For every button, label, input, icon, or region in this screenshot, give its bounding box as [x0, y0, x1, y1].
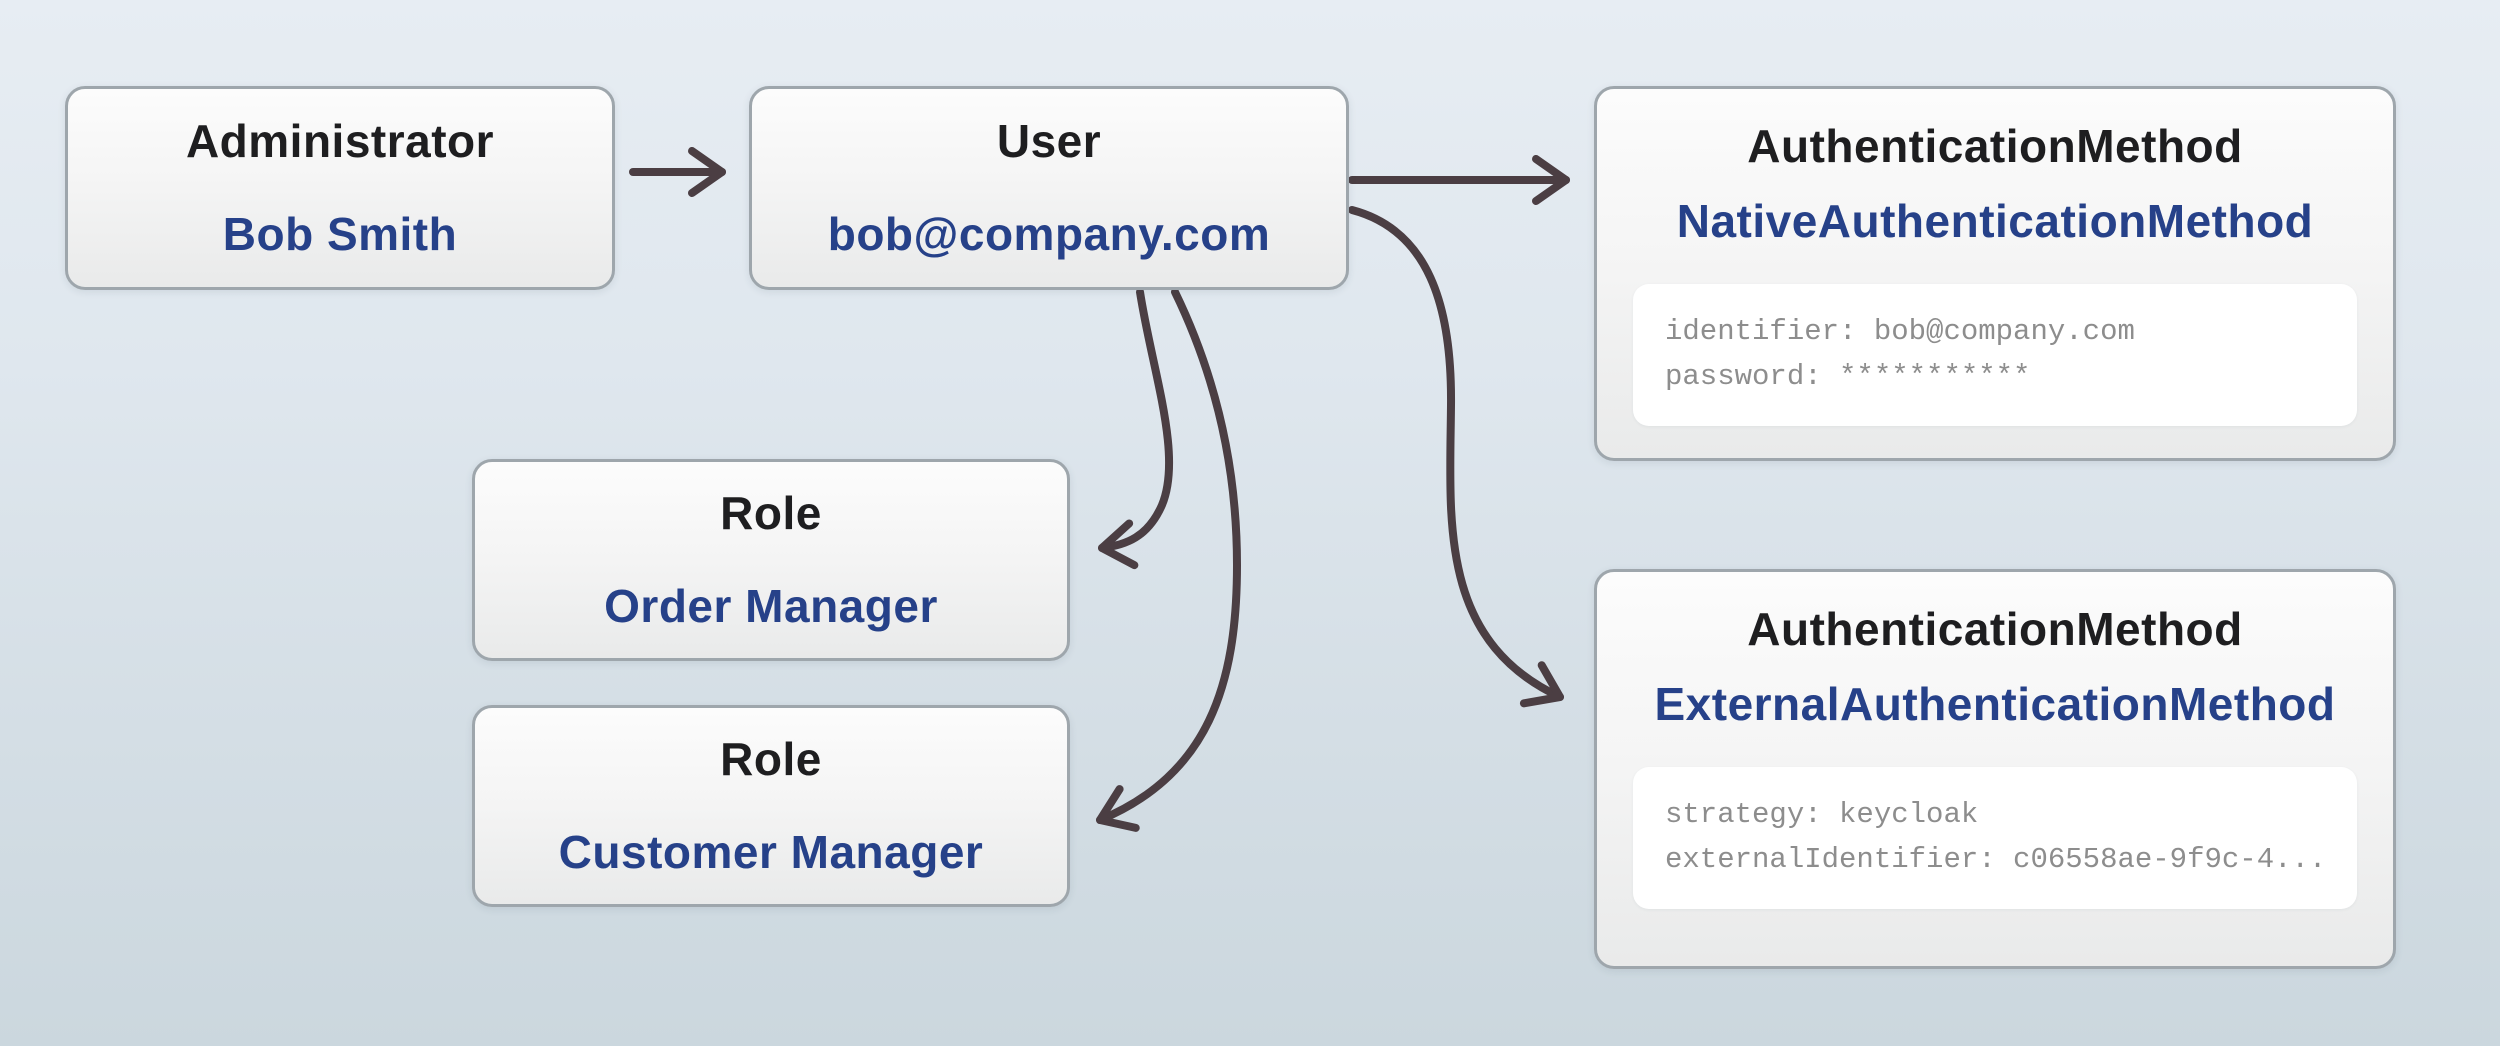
- node-type-label: AuthenticationMethod: [1747, 120, 2243, 172]
- node-value: NativeAuthenticationMethod: [1676, 194, 2314, 247]
- node-value: ExternalAuthenticationMethod: [1654, 677, 2336, 730]
- edge-user-to-external-auth: [1348, 206, 1564, 708]
- node-value: Customer Manager: [558, 826, 984, 878]
- node-type-label: User: [996, 115, 1102, 168]
- edge-user-to-role-order-manager: [1098, 288, 1174, 570]
- node-administrator: Administrator Bob Smith: [65, 86, 615, 290]
- attribute-external-identifier: externalIdentifier: c06558ae-9f9c-4...: [1665, 843, 2325, 877]
- node-type-label: Role: [720, 733, 822, 786]
- attribute-password: password: ***********: [1665, 360, 2031, 394]
- node-value: Order Manager: [604, 580, 938, 632]
- node-user: User bob@company.com: [749, 86, 1349, 290]
- node-type-label: Role: [720, 487, 822, 540]
- attribute-identifier: identifier: bob@company.com: [1665, 315, 2135, 349]
- node-external-authentication-method: AuthenticationMethod ExternalAuthenticat…: [1594, 569, 2396, 969]
- node-type-label: AuthenticationMethod: [1747, 603, 2243, 655]
- node-value: Bob Smith: [222, 208, 458, 260]
- node-value: bob@company.com: [827, 208, 1271, 260]
- attributes-panel: identifier: bob@company.com password: **…: [1633, 284, 2357, 427]
- attributes-panel: strategy: keycloak externalIdentifier: c…: [1633, 767, 2357, 910]
- node-native-authentication-method: AuthenticationMethod NativeAuthenticatio…: [1594, 86, 2396, 461]
- attribute-strategy: strategy: keycloak: [1665, 798, 1979, 832]
- edge-user-to-role-customer-manager: [1096, 288, 1242, 832]
- node-role-order-manager: Role Order Manager: [472, 459, 1070, 661]
- node-role-customer-manager: Role Customer Manager: [472, 705, 1070, 907]
- node-type-label: Administrator: [185, 115, 495, 168]
